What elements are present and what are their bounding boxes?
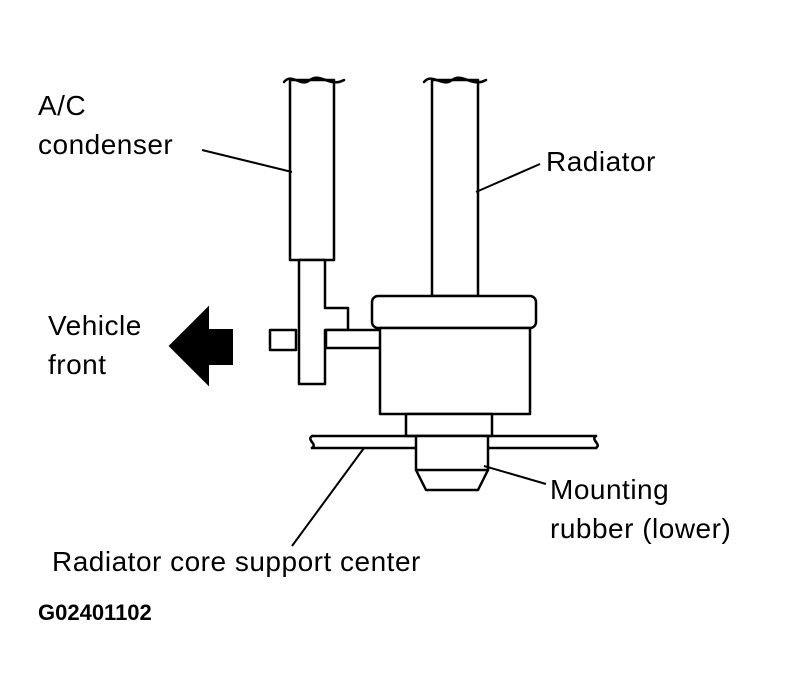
leader-mounting-rubber bbox=[483, 465, 547, 485]
leader-radiator bbox=[475, 163, 541, 193]
vehicle-front-label-line2: front bbox=[48, 349, 107, 380]
ac-condenser-body bbox=[282, 76, 346, 262]
core-support-label: Radiator core support center bbox=[52, 546, 421, 577]
condenser-bracket bbox=[268, 258, 384, 386]
radiator-mount-housing bbox=[370, 294, 538, 438]
ac-condenser-label-line2: condenser bbox=[38, 129, 174, 160]
radiator-tank bbox=[422, 76, 488, 298]
mounting-rubber-label-line1: Mounting bbox=[550, 474, 670, 505]
vehicle-front-label-line1: Vehicle bbox=[48, 310, 142, 341]
leader-core-support bbox=[291, 447, 365, 547]
radiator-label: Radiator bbox=[546, 146, 656, 177]
vehicle-front-arrow bbox=[168, 305, 233, 387]
mounting-rubber-label-line2: rubber (lower) bbox=[550, 513, 732, 544]
ac-condenser-label-line1: A/C bbox=[38, 90, 87, 121]
leader-ac-condenser bbox=[201, 149, 293, 173]
mounting-rubber-lower bbox=[414, 434, 490, 492]
figure-code: G02401102 bbox=[38, 600, 152, 625]
